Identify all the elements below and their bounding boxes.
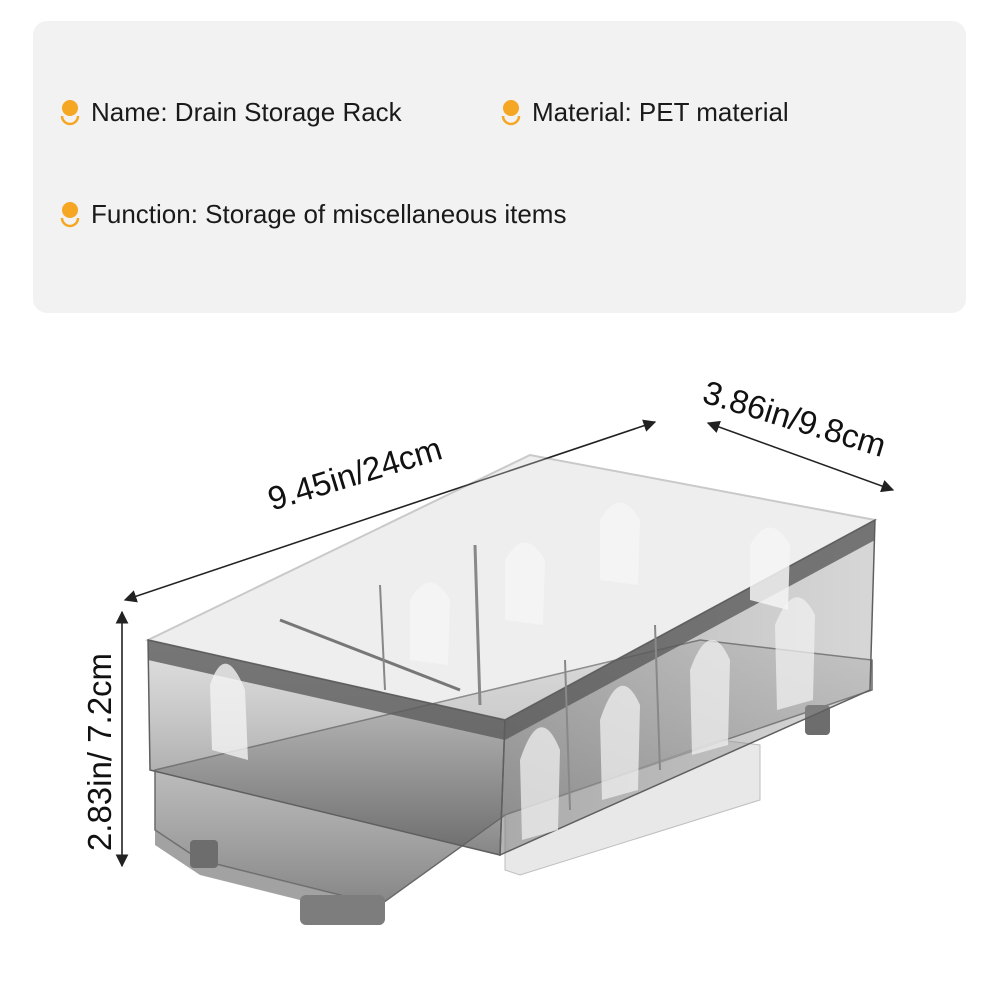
spec-material: Material: PET material [500,97,789,128]
spec-name-text: Name: Drain Storage Rack [91,97,402,127]
storage-basket [144,453,878,857]
orange-pin-icon [501,99,521,125]
orange-pin-icon [60,201,80,227]
product-figure [115,419,895,925]
height-dimension-label: 2.83in/ 7.2cm [81,652,118,852]
foot-front [300,895,385,925]
spec-name: Name: Drain Storage Rack [59,97,402,128]
spec-material-text: Material: PET material [532,97,789,127]
orange-pin-icon [60,99,80,125]
spec-function-text: Function: Storage of miscellaneous items [91,199,567,229]
spec-function: Function: Storage of miscellaneous items [59,199,566,230]
spec-card [33,21,966,313]
width-dimension-line [706,420,895,493]
length-dimension-line [123,419,657,603]
foot-left [190,840,218,868]
